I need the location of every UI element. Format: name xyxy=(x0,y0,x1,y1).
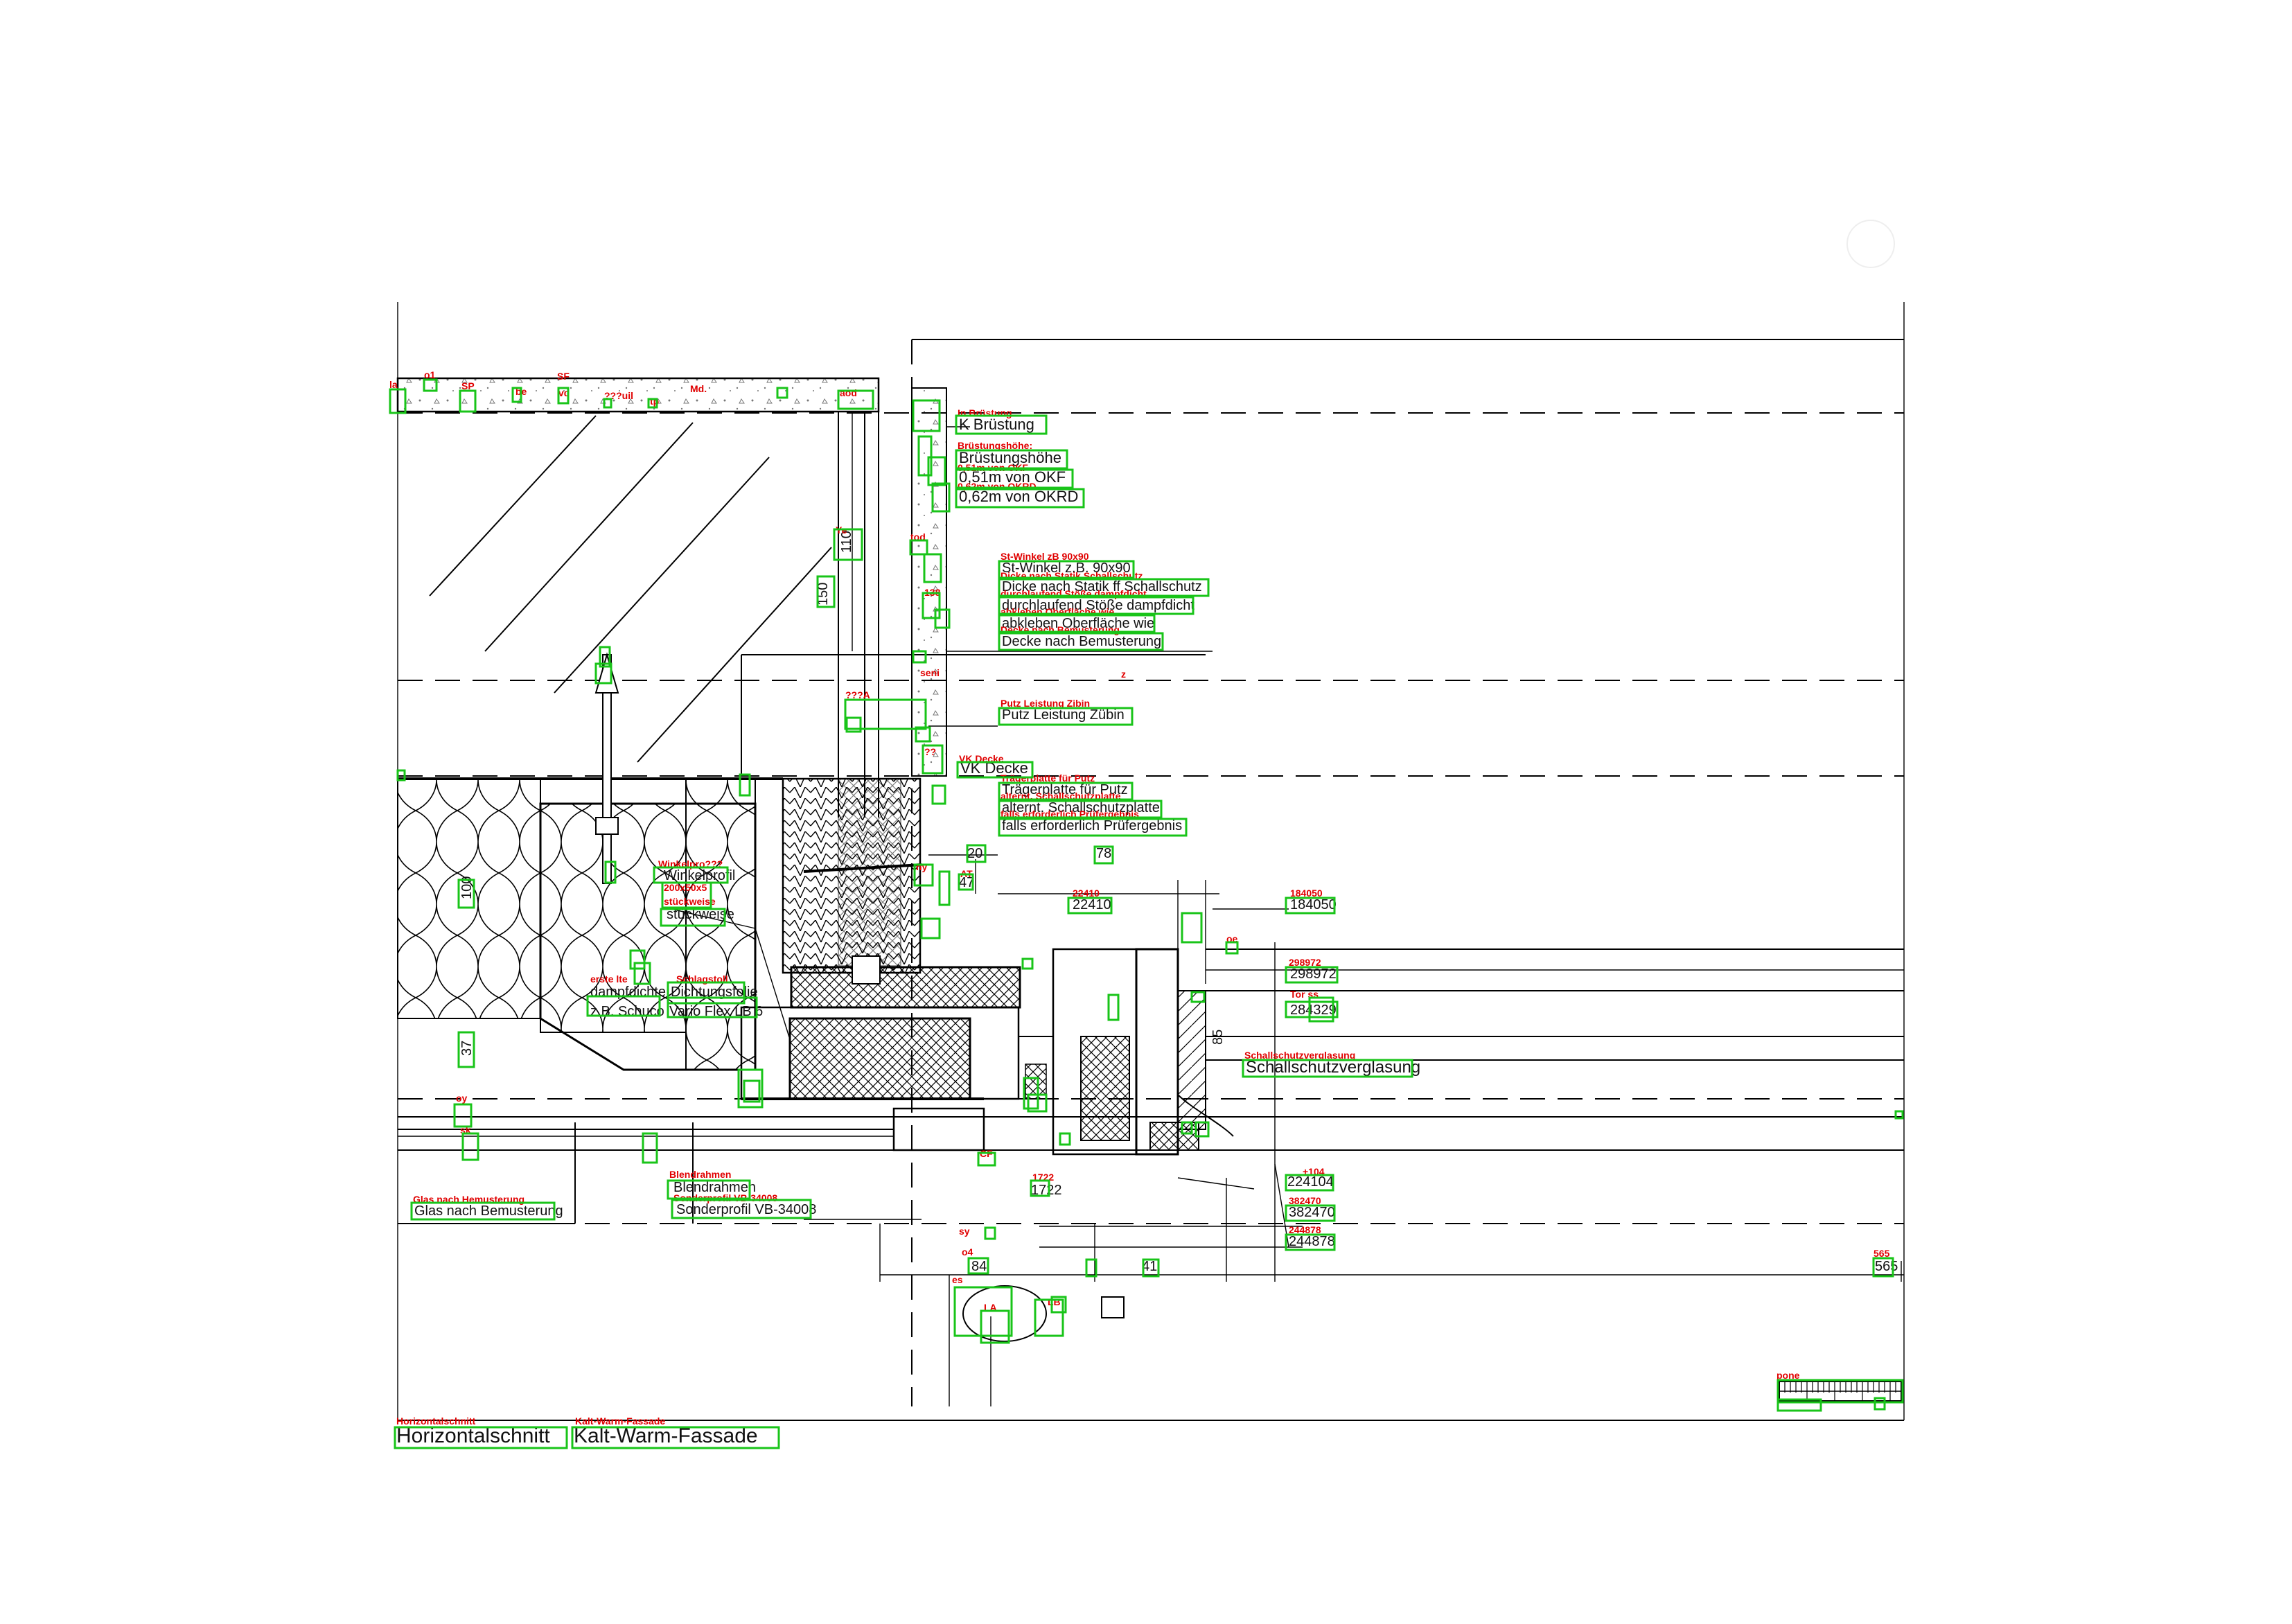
leader-lines xyxy=(664,426,1289,1220)
schallschutz-tag: Schallschutzverglasung xyxy=(1244,1050,1355,1061)
brustung-label: K Brüstung xyxy=(959,416,1034,433)
stuckweise-label: stückweise xyxy=(667,907,734,922)
dampfdichte-label: dampfdichte xyxy=(590,985,666,1000)
fragment: ?? xyxy=(924,746,936,757)
concrete-slab xyxy=(396,377,947,818)
winkelprofil-label: Winkelprofil xyxy=(664,868,735,883)
dim-298972: 298972 xyxy=(1290,967,1337,982)
tragerplatte-label: Trägerplatte für Putz xyxy=(1002,782,1128,797)
dim-382470-tag: 382470 xyxy=(1289,1195,1321,1206)
fragment: o4 xyxy=(962,1246,973,1257)
dim-1722: 1722 xyxy=(1031,1183,1062,1198)
subtitle-tag: Kalt-Warm-Fassade xyxy=(575,1415,665,1427)
putz-label: Putz Leistung Zübin xyxy=(1002,707,1125,723)
title-tag: Horizontalschnitt xyxy=(396,1415,476,1427)
st-winkel-label: St-Winkel z.B. 90x90 xyxy=(1002,561,1131,576)
dim-110: 110 xyxy=(839,531,854,553)
dim-244878-tag: 244878 xyxy=(1289,1224,1321,1235)
dim-85: 85 xyxy=(1210,1030,1226,1045)
varioflex-label: Vario Flex LB 6 xyxy=(669,1004,763,1019)
stuckweise-tag: stückweise xyxy=(664,896,716,907)
putz-tag: Putz Leistung Zibin xyxy=(1000,698,1090,709)
erste-tag: erste lte xyxy=(590,973,628,985)
fragment: Md. xyxy=(690,383,707,394)
blendrahmen-label: Blendrahmen xyxy=(673,1180,756,1195)
abkleben-label: abkleben Oberfläche wie xyxy=(1002,616,1154,631)
okrd-label: 0,62m von OKRD xyxy=(959,488,1078,505)
fragment: SP xyxy=(461,380,475,391)
dim-284329: 284329 xyxy=(1290,1003,1337,1018)
dim-565: 565 xyxy=(1875,1259,1898,1274)
scale-bar xyxy=(1779,1381,1902,1402)
frame-block xyxy=(740,1006,1020,1151)
falls-label: falls erforderlich Prüfergebnis xyxy=(1002,818,1182,833)
dim-78: 78 xyxy=(1096,846,1111,861)
sonderprofil-label: Sonderprofil VB-34008 xyxy=(676,1202,816,1217)
scale-label: pone xyxy=(1777,1370,1800,1381)
dim-184050: 184050 xyxy=(1290,897,1337,912)
dim-100: 100 xyxy=(459,876,475,899)
blendrahmen-tag: Blendrahmen xyxy=(669,1169,731,1180)
durchlaufend-label: durchlaufend Stöße dampfdicht xyxy=(1002,598,1195,613)
bottom-detail xyxy=(949,1275,1125,1406)
window-profile xyxy=(1018,948,1904,1156)
fragment: oy xyxy=(456,1093,468,1104)
dim-22410-tag: 22410 xyxy=(1073,888,1100,899)
tragerplatte-tag: Trägerplatte für Putz xyxy=(1000,773,1095,784)
detection-boxes xyxy=(389,378,1904,1449)
fragment: ny xyxy=(916,861,928,872)
dim-184050-tag: 184050 xyxy=(1290,888,1323,899)
fragment: SF xyxy=(557,371,570,382)
fragment: vd xyxy=(558,387,570,398)
fragment: aod xyxy=(840,387,857,398)
fragment: sy xyxy=(959,1226,970,1237)
brustungshohe-label: Brüstungshöhe xyxy=(959,449,1061,466)
dim-84: 84 xyxy=(971,1259,987,1274)
dim-244878: 244878 xyxy=(1289,1234,1335,1249)
schuco-label: z.B. Schuco xyxy=(590,1004,664,1019)
dim-382470: 382470 xyxy=(1289,1205,1335,1220)
dim-224104: 224104 xyxy=(1287,1174,1334,1190)
fragment: seni xyxy=(920,667,940,678)
dicke-label: Dicke nach Statik ff Schallschutz xyxy=(1002,579,1202,594)
dim-565-tag: 565 xyxy=(1874,1248,1890,1259)
dim-22410: 22410 xyxy=(1073,897,1111,912)
dim-47: 47 xyxy=(959,875,974,890)
fragment: o1 xyxy=(424,369,436,380)
slab-section-hatch xyxy=(429,415,832,763)
fragment: la xyxy=(389,379,398,390)
decke-label: Decke nach Bemusterung xyxy=(1002,634,1161,649)
fragment: es xyxy=(952,1274,963,1285)
okf-label: 0,51m von OKF xyxy=(959,468,1066,486)
glas-label: Glas nach Bemusterung xyxy=(414,1203,563,1219)
bracket-assembly xyxy=(782,777,1021,1009)
fragment: z xyxy=(1121,669,1126,680)
brustungshohe-tag: Brüstungshöhe: xyxy=(958,440,1032,451)
fragment: ???A xyxy=(845,689,870,700)
st-winkel-tag: St-Winkel zB 90x90 xyxy=(1000,551,1089,562)
dichtungsfolie-label: Dichtungsfolie xyxy=(671,985,758,1000)
dim-298972-tag: 298972 xyxy=(1289,957,1321,968)
dimension-lines xyxy=(398,859,1904,1282)
faint-circle-marker xyxy=(1846,220,1895,268)
winkelprofil-size-tag: 200x50x5 xyxy=(664,882,707,893)
dim-37: 37 xyxy=(459,1041,475,1056)
dim-20: 20 xyxy=(967,846,982,861)
dim-150: 150 xyxy=(816,583,831,606)
dim-41: 41 xyxy=(1142,1259,1157,1274)
alternt-label: alternt. Schallschutzplatte xyxy=(1002,800,1160,815)
